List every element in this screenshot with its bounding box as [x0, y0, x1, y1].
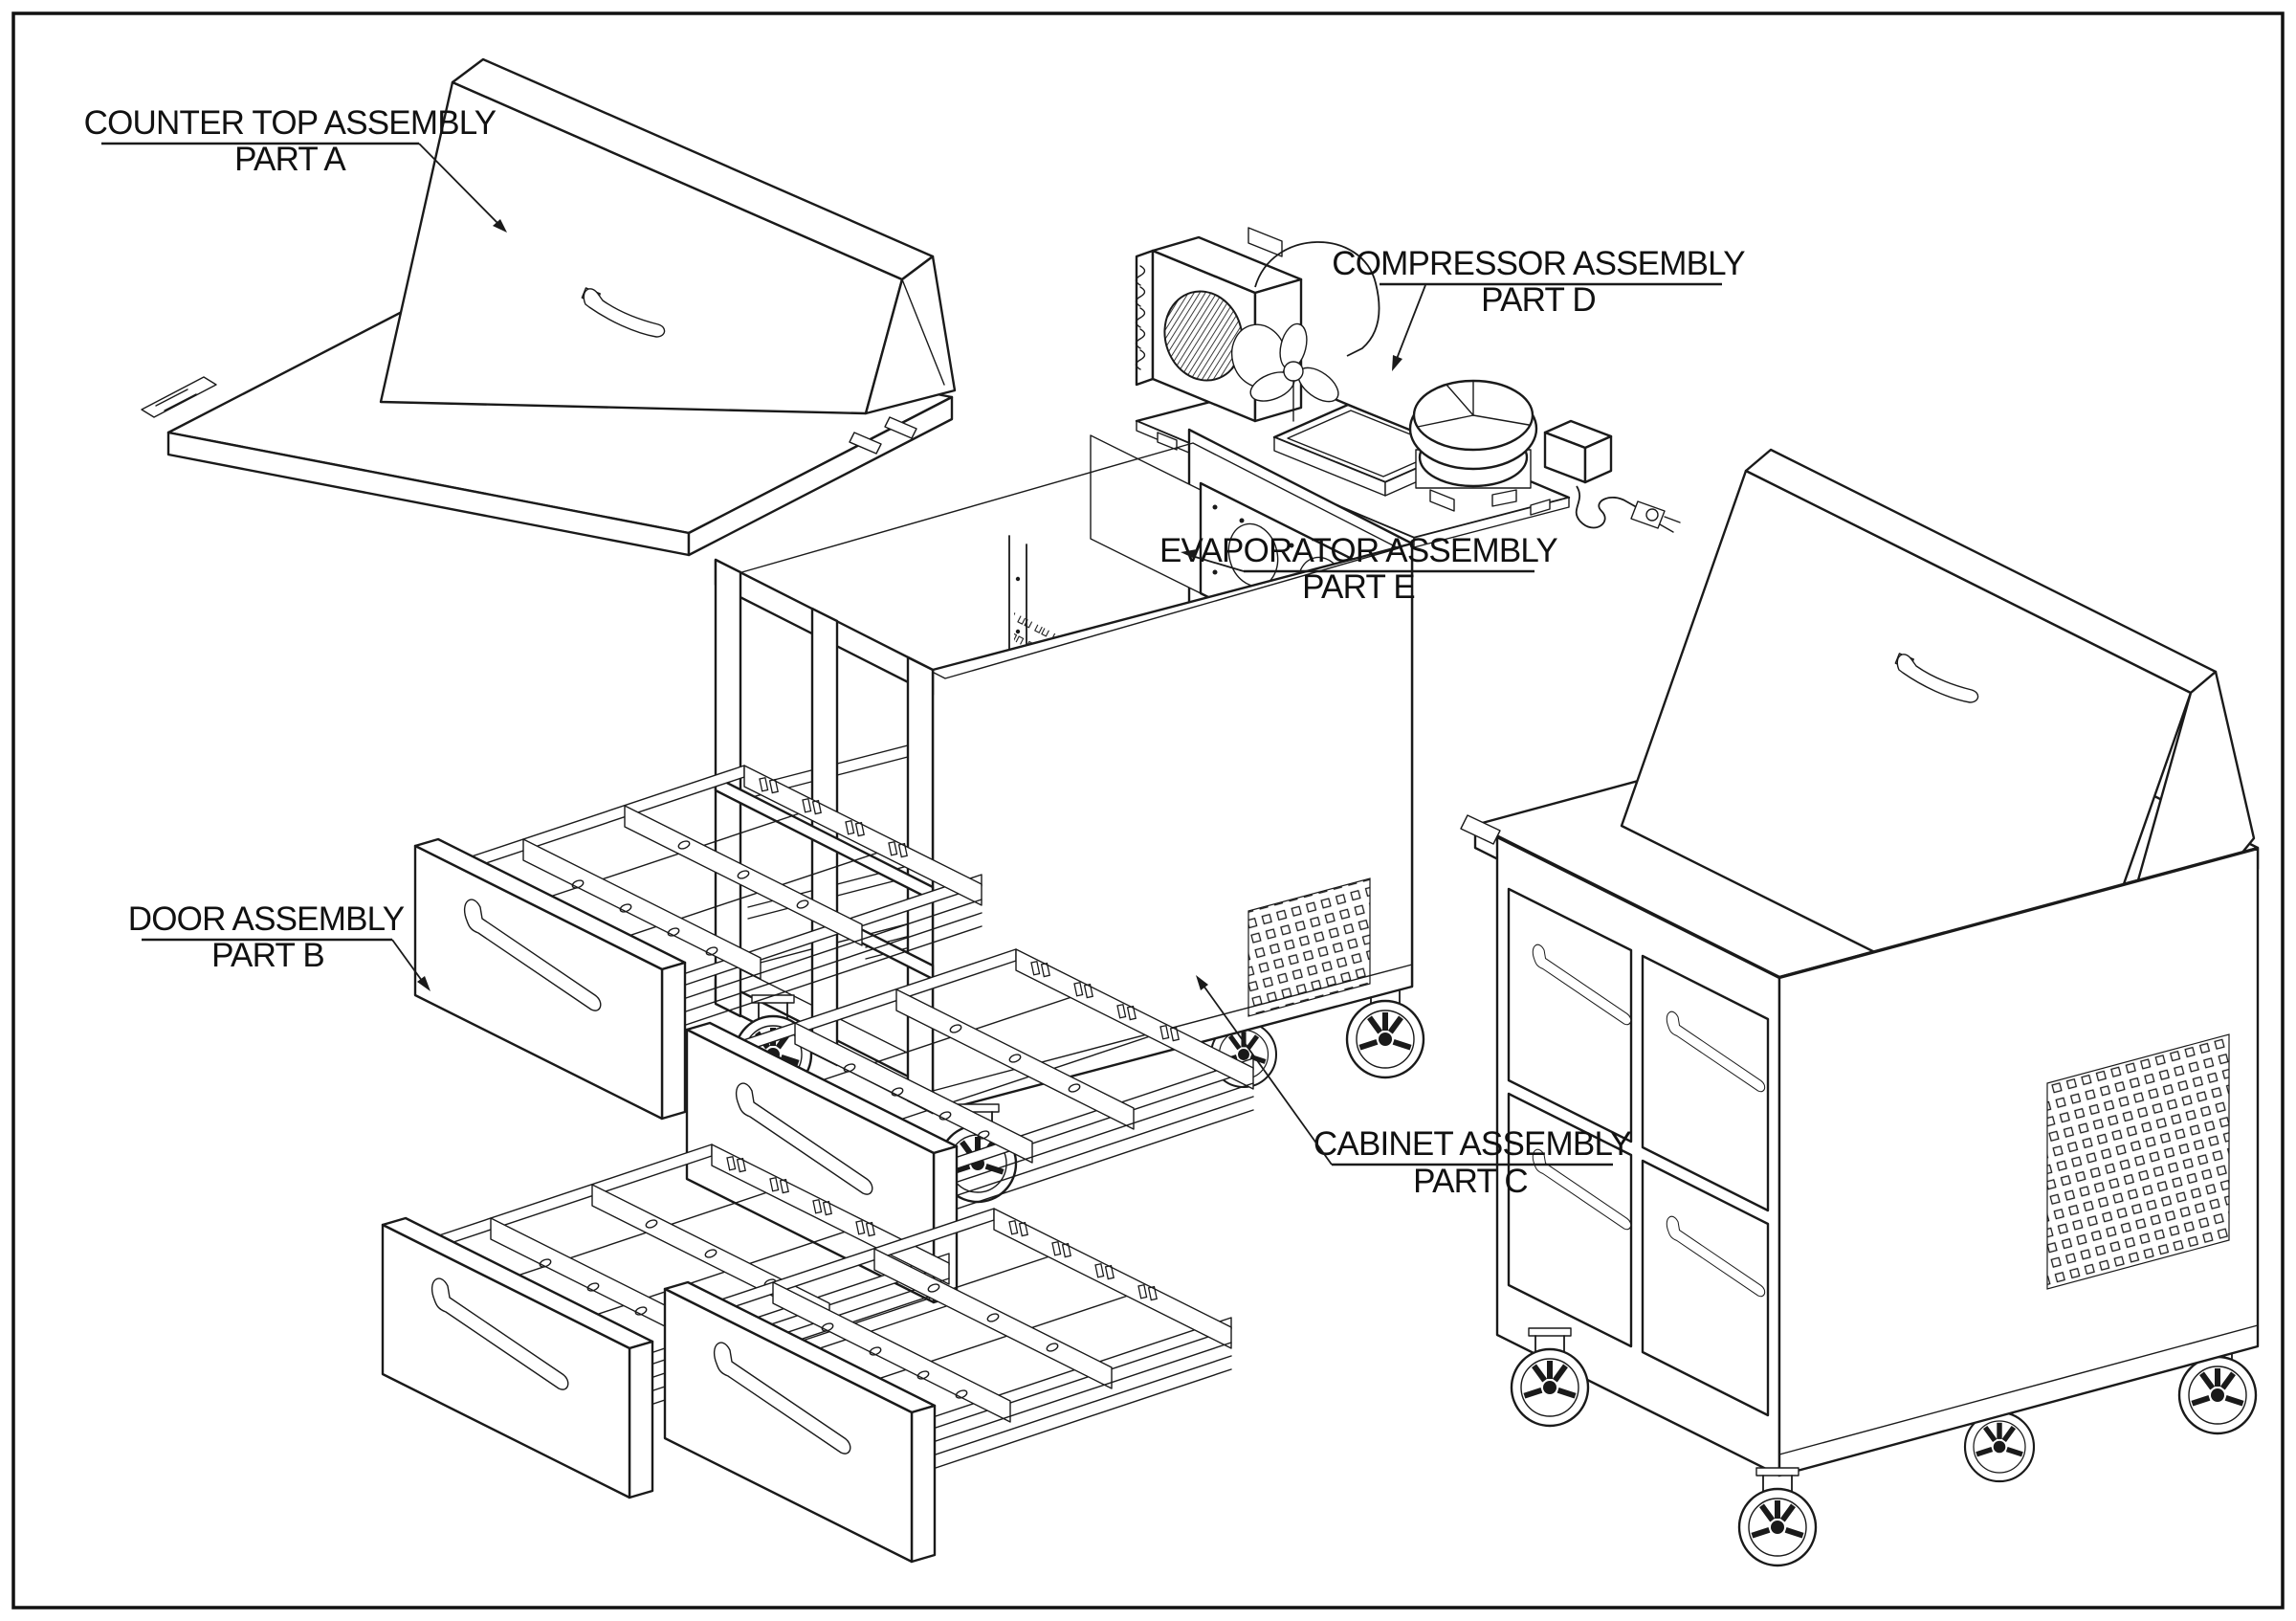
- countertop-assembly-drawing: [141, 57, 957, 557]
- label-compressor: COMPRESSOR ASSEMBLY PART D: [1332, 245, 1746, 371]
- label-door-arrowhead: [417, 976, 430, 991]
- label-door-leader: [391, 939, 426, 986]
- label-door-line1: DOOR ASSEMBLY: [128, 900, 405, 938]
- label-cabinet-leader: [1203, 985, 1333, 1166]
- label-compressor-line2: PART D: [1481, 281, 1596, 319]
- assembled-unit-drawing: [1460, 448, 2260, 1565]
- label-door: DOOR ASSEMBLY PART B: [128, 900, 430, 991]
- label-countertop-line1: COUNTER TOP ASSEMBLY: [84, 104, 497, 142]
- label-cabinet-arrowhead: [1196, 975, 1208, 990]
- label-cabinet: CABINET ASSEMBLY PART C: [1196, 975, 1632, 1200]
- label-countertop-leader: [418, 143, 502, 228]
- label-countertop-line2: PART A: [234, 141, 346, 178]
- label-compressor-arrowhead: [1392, 355, 1402, 371]
- label-door-line2: PART B: [211, 937, 324, 974]
- label-cabinet-line1: CABINET ASSEMBLY: [1314, 1125, 1632, 1163]
- label-evaporator-leader: [1191, 555, 1245, 572]
- label-compressor-leader: [1394, 284, 1426, 365]
- label-cabinet-line2: PART C: [1413, 1163, 1528, 1200]
- label-evaporator-line2: PART E: [1302, 568, 1415, 606]
- label-countertop: COUNTER TOP ASSEMBLY PART A: [84, 104, 507, 233]
- label-countertop-arrowhead: [493, 219, 507, 233]
- label-evaporator-line1: EVAPORATOR ASSEMBLY: [1159, 532, 1557, 569]
- label-evaporator-arrowhead: [1181, 549, 1197, 559]
- label-compressor-line1: COMPRESSOR ASSEMBLY: [1332, 245, 1745, 282]
- label-evaporator: EVAPORATOR ASSEMBLY PART E: [1159, 532, 1558, 606]
